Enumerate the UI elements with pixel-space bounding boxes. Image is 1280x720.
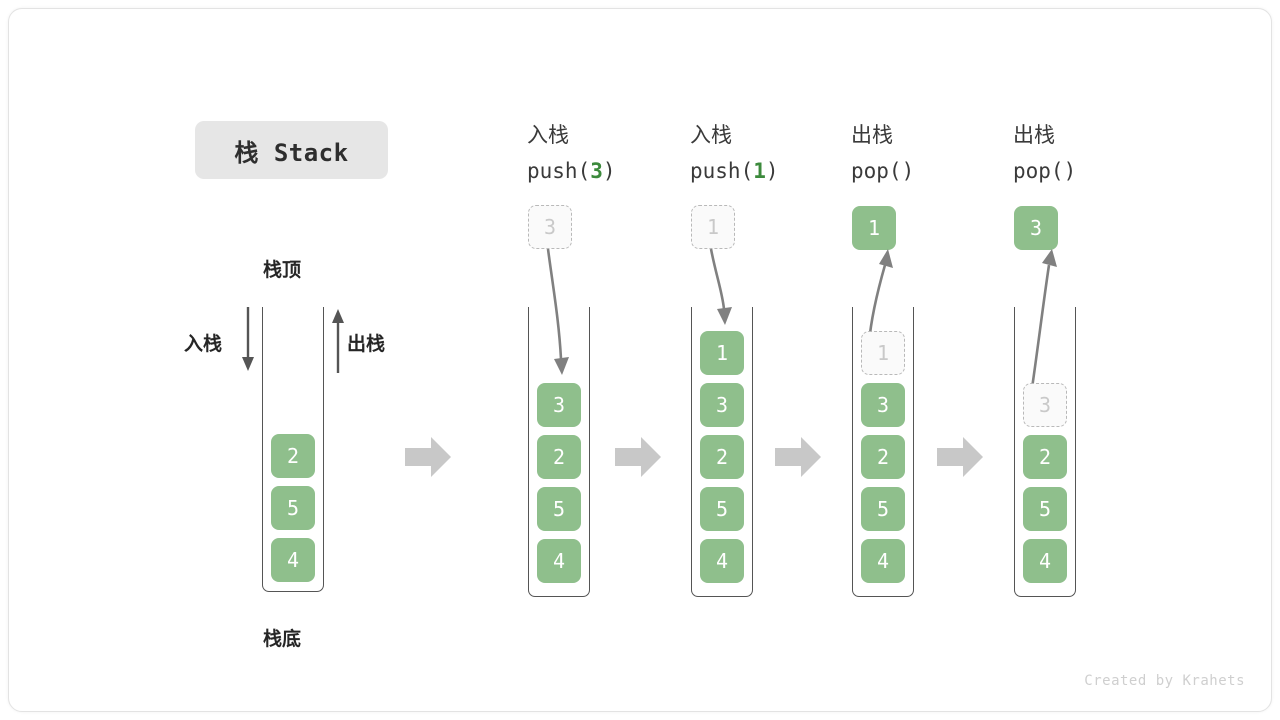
outgoing-element: 3 [1014,206,1058,250]
pop-flow-arrow-icon [1029,249,1057,396]
outgoing-element: 1 [852,206,896,250]
step-title: 入栈 push(1) [690,117,810,189]
stack-element: 4 [700,539,744,583]
incoming-element: 1 [691,205,735,249]
step-title: 出栈 pop() [851,117,971,189]
column-pop-3: 出栈 pop() 3 3 2 5 4 [1013,117,1133,597]
step-title-cn: 入栈 [527,123,569,147]
step-code: pop() [851,159,915,183]
stack-element: 5 [861,487,905,531]
stack-element: 3 [861,383,905,427]
removed-element-placeholder: 3 [1023,383,1067,427]
stack-top-label: 栈顶 [263,259,302,281]
step-code: push(1) [690,159,779,183]
step-title-cn: 入栈 [690,123,732,147]
push-direction-arrow-icon [242,307,254,371]
push-side-label: 入栈 [184,333,223,355]
stack-element: 4 [1023,539,1067,583]
stack-bottom-label: 栈底 [263,628,302,650]
stack-element: 3 [700,383,744,427]
diagram-card: 栈 Stack 栈顶 入栈 出栈 2 5 4 栈底 入栈 push(3) [8,8,1272,712]
step-title-cn: 出栈 [851,123,893,147]
credit-text: Created by Krahets [1084,673,1245,689]
pop-side-label: 出栈 [347,333,386,355]
push-flow-arrow-icon [546,248,569,375]
step-code: pop() [1013,159,1077,183]
stack-element: 5 [271,486,315,530]
stack-element: 5 [1023,487,1067,531]
removed-element-placeholder: 1 [861,331,905,375]
step-separator-arrow-icon [937,437,983,477]
column-push-3: 入栈 push(3) 3 3 2 5 4 [527,117,647,597]
step-code: push(3) [527,159,616,183]
page-title: 栈 Stack [195,121,388,179]
stack-element: 2 [861,435,905,479]
stack-element: 2 [537,435,581,479]
step-separator-arrow-icon [775,437,821,477]
stack-channel [691,307,753,597]
step-separator-arrow-icon [405,437,451,477]
incoming-element: 3 [528,205,572,249]
step-title: 入栈 push(3) [527,117,647,189]
stack-channel [262,307,324,592]
stack-element: 2 [271,434,315,478]
stack-element: 4 [537,539,581,583]
column-push-1: 入栈 push(1) 1 1 3 2 5 4 [690,117,810,597]
pop-direction-arrow-icon [332,309,344,373]
stack-element: 2 [1023,435,1067,479]
step-title: 出栈 pop() [1013,117,1133,189]
stack-channel [1014,307,1076,597]
step-separator-arrow-icon [615,437,661,477]
step-title-cn: 出栈 [1013,123,1055,147]
column-pop-1: 出栈 pop() 1 1 3 2 5 4 [851,117,971,597]
stack-element: 4 [271,538,315,582]
stack-element: 1 [700,331,744,375]
stack-element: 3 [537,383,581,427]
stack-channel [852,307,914,597]
stack-element: 2 [700,435,744,479]
stack-channel [528,307,590,597]
column-initial: 栈顶 入栈 出栈 2 5 4 栈底 [184,249,404,659]
push-flow-arrow-icon [709,248,732,325]
stack-element: 5 [700,487,744,531]
stack-element: 5 [537,487,581,531]
stack-element: 4 [861,539,905,583]
